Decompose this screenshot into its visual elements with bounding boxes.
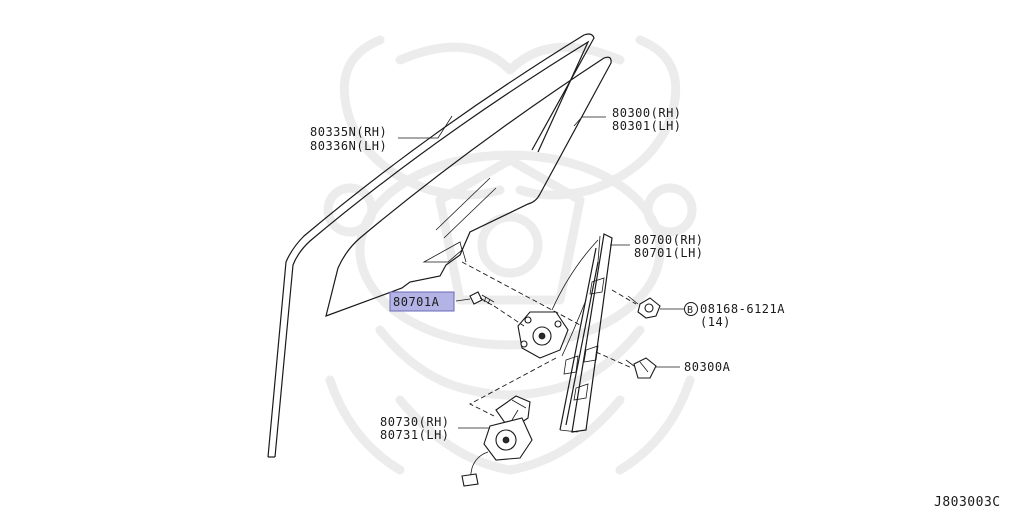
label-bolt-marker: B (687, 305, 694, 316)
window-motor (461, 395, 533, 487)
label-bolt-qty: (14) (700, 315, 731, 329)
label-glass-lh[interactable]: 80301(LH) (612, 119, 682, 133)
label-regulator-lh[interactable]: 80701(LH) (634, 246, 704, 260)
label-regulator-rh[interactable]: 80700(RH) (634, 233, 704, 247)
label-seal-lh[interactable]: 80336N(LH) (310, 139, 387, 153)
bolt-80701a (469, 291, 495, 306)
label-motor-lh[interactable]: 80731(LH) (380, 428, 450, 442)
diagram-code: J803003C (934, 495, 1001, 510)
label-highlighted-part[interactable]: 80701A (393, 295, 440, 309)
label-bolt-number[interactable]: 08168-6121A (700, 302, 785, 316)
window-regulator (517, 233, 613, 433)
highlighted-part-box[interactable] (389, 291, 455, 312)
label-seal-rh[interactable]: 80335N(RH) (310, 125, 387, 139)
door-glass (325, 56, 612, 317)
assembly-guide-lines (461, 261, 637, 417)
bolt-08168-6121a (627, 295, 661, 319)
leader-lines (398, 115, 684, 429)
watermark-emblem (323, 35, 697, 475)
label-motor-rh[interactable]: 80730(RH) (380, 415, 450, 429)
clip-80300a (625, 357, 657, 379)
bolt-marker-circle (684, 302, 698, 316)
label-glass-rh[interactable]: 80300(RH) (612, 106, 682, 120)
label-clip[interactable]: 80300A (684, 360, 731, 374)
glass-run-seal (267, 33, 595, 458)
